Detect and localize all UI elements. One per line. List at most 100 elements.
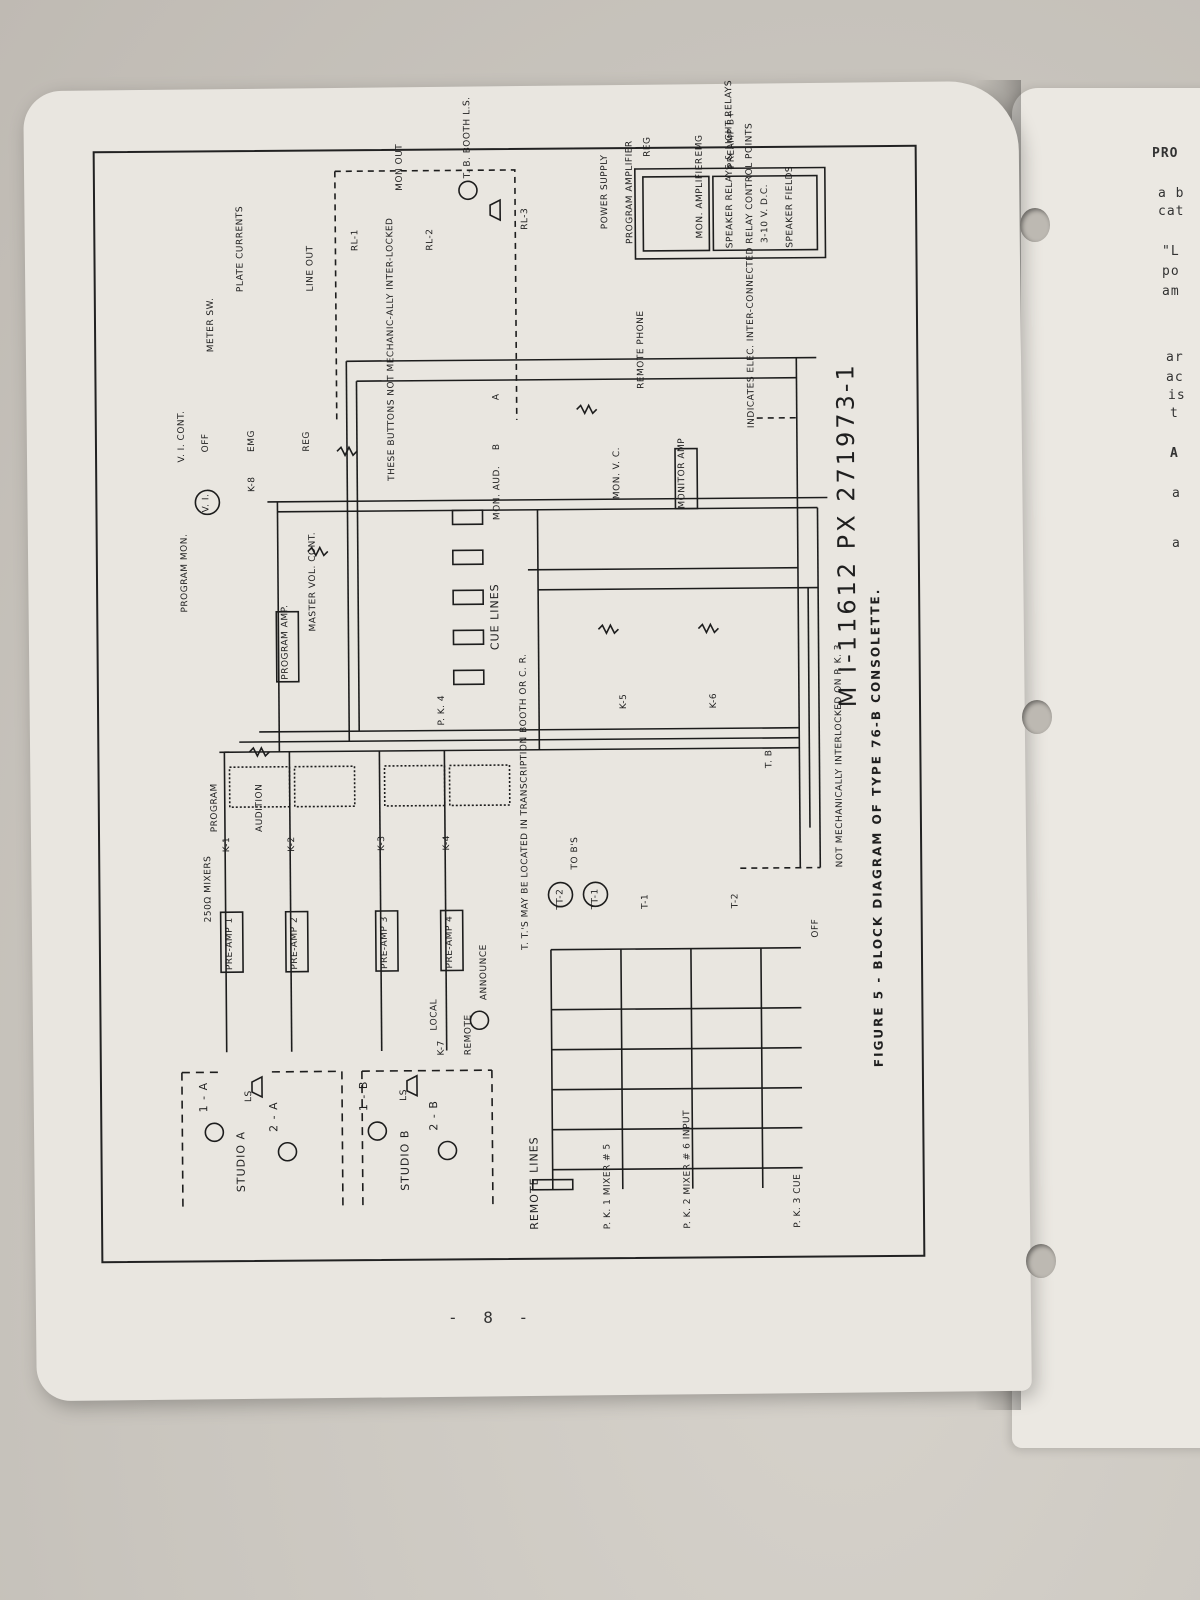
label-k6: K-6 <box>708 692 720 709</box>
label-ls-a: LS <box>244 1090 255 1103</box>
label-pk2: P. K. 2 MIXER # 6 INPUT <box>682 1109 694 1229</box>
label-t2: T-2 <box>730 893 741 909</box>
ls-a-speaker <box>251 1075 263 1099</box>
right-page: PRO a b cat "L po am ar ac is t A a a <box>1012 88 1200 1448</box>
trunk-7 <box>807 587 811 828</box>
label-vi-cont: V. I. CONT. <box>176 410 188 463</box>
label-preamp-b: PREAMP B+ <box>726 110 737 169</box>
right-snippet: a b <box>1158 186 1185 201</box>
label-tb: T. B. <box>764 746 775 768</box>
label-local: LOCAL <box>429 998 440 1031</box>
right-snippet: ar <box>1166 350 1184 365</box>
label-reg-ps: REG <box>642 136 653 157</box>
mic-2a-circle <box>277 1141 298 1162</box>
label-remote: REMOTE <box>463 1014 474 1056</box>
main-bus-1 <box>219 746 800 754</box>
mon-bus-2 <box>538 586 819 591</box>
mon-bus <box>527 566 798 571</box>
trunk-2 <box>345 361 351 742</box>
right-snippet: is <box>1168 388 1186 403</box>
main-bus-2 <box>239 736 800 743</box>
resistor <box>248 746 270 758</box>
right-snippet: a <box>1172 536 1181 551</box>
label-remote-phone: REMOTE PHONE <box>635 310 647 389</box>
trunk-4 <box>536 509 541 750</box>
trunk-1 <box>276 501 281 752</box>
k-switches <box>228 764 511 809</box>
label-off: OFF <box>200 433 212 453</box>
label-k3: K-3 <box>377 835 388 852</box>
label-mixers: 250Ω MIXERS <box>203 855 214 923</box>
label-preamp-2: PRE-AMP 2 <box>289 916 301 970</box>
resistor <box>697 622 719 635</box>
label-program-amp: PROGRAM AMP. <box>280 604 291 680</box>
label-b: B <box>491 443 503 451</box>
label-master-vol: MASTER VOL. CONT. <box>307 531 319 632</box>
title-code: M I-11612 PX 271973-1 <box>831 362 863 708</box>
label-pk1: P. K. 1 MIXER # 5 <box>602 1143 614 1230</box>
label-meter-sw: METER SW. <box>205 297 217 353</box>
remote-switch-grid <box>550 946 803 1190</box>
right-snippet: am <box>1162 284 1180 299</box>
bus-top-2 <box>267 496 828 503</box>
label-to-bs: TO B'S <box>570 836 581 870</box>
power-supply-box <box>633 166 827 260</box>
interlock-dash <box>740 866 821 869</box>
resistor <box>336 445 358 458</box>
label-emg: EMG <box>246 430 258 453</box>
label-preamp-1: PRE-AMP 1 <box>224 917 236 971</box>
remote-lines-block <box>531 1178 574 1191</box>
label-t1: T-1 <box>640 893 651 909</box>
right-snippet: t <box>1170 406 1179 421</box>
label-audition: AUDITION <box>254 783 265 832</box>
tt2-circle <box>547 881 574 908</box>
program-amp-box <box>275 610 300 683</box>
label-program-amplifier: PROGRAM AMPLIFIER <box>624 140 636 245</box>
preamp-4-line <box>443 750 448 1051</box>
label-mon-vc: MON. V. C. <box>611 446 623 500</box>
label-tb-booth: T. B. BOOTH L.S. <box>462 96 473 179</box>
bus-vi-2 <box>356 376 797 382</box>
trunk-3 <box>355 381 361 732</box>
label-pk4: P. K. 4 <box>436 694 448 726</box>
page-number: - 8 - <box>448 1308 537 1327</box>
label-off-bottom: OFF <box>810 918 821 938</box>
right-snippet: A <box>1170 446 1179 461</box>
mic-2b-circle <box>437 1140 458 1161</box>
label-mic-1a: 1 - A <box>196 1081 211 1113</box>
relay-region <box>334 169 518 422</box>
label-speaker-fields: SPEAKER FIELDS <box>784 165 796 248</box>
label-program: PROGRAM <box>209 783 220 833</box>
label-ls-b: LS <box>399 1089 410 1101</box>
label-studio-b: STUDIO B <box>398 1129 412 1191</box>
resistor <box>597 623 619 636</box>
label-monitor-amp: MONITOR AMP <box>676 437 688 509</box>
vi-meter-circle <box>194 489 221 516</box>
label-mic-1b: 1 - B <box>356 1080 371 1112</box>
trunk-6 <box>816 507 822 868</box>
tt1-circle <box>582 881 609 908</box>
label-k4: K-4 <box>442 835 453 851</box>
tb-speaker <box>489 198 502 222</box>
preamp-2-box <box>284 910 309 973</box>
label-line-out: LINE OUT <box>305 245 316 292</box>
label-reg: REG <box>301 431 313 452</box>
label-a: A <box>491 393 502 401</box>
label-mon-out: MON OUT <box>394 143 405 191</box>
label-rl2: RL-2 <box>425 228 436 251</box>
label-rl3: RL-3 <box>520 207 531 230</box>
monitor-amp-box <box>674 447 699 510</box>
label-buttons-note: THESE BUTTONS NOT MECHANIC-ALLY INTER-LO… <box>385 217 398 481</box>
resistor <box>307 545 329 558</box>
mic-1b-circle <box>367 1121 388 1141</box>
mic-1a-circle <box>204 1122 225 1143</box>
label-vi: V. I. <box>201 493 212 513</box>
label-program-mon: PROGRAM MON. <box>179 533 191 613</box>
label-dc: 3-10 V. D.C. <box>759 183 771 244</box>
label-k2: K-2 <box>287 836 298 852</box>
tb-mic-circle <box>458 180 478 201</box>
label-power-supply: POWER SUPPLY <box>599 154 611 230</box>
preamp-3-box <box>374 910 399 972</box>
preamp-1-line <box>223 751 230 1053</box>
studio-b-boundary <box>361 1069 494 1212</box>
